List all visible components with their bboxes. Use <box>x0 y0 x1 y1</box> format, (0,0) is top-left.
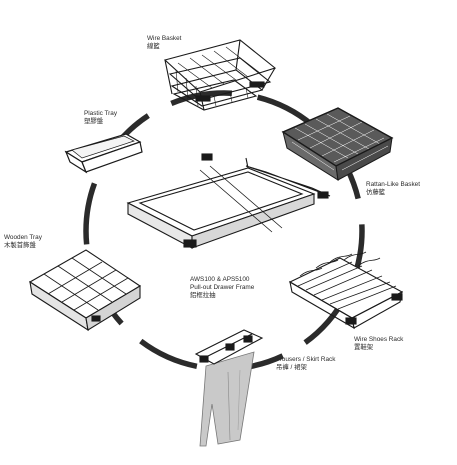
label-wooden-tray: Wooden Tray 木製首飾盤 <box>4 234 42 250</box>
label-wooden-tray-en: Wooden Tray <box>4 234 42 241</box>
label-trousers-rack-en: Trousers / Skirt Rack <box>276 356 336 363</box>
label-wire-shoes-rack-zh: 置鞋架 <box>354 344 374 351</box>
label-plastic-tray-zh: 塑膠盤 <box>84 118 104 125</box>
label-trousers-rack: Trousers / Skirt Rack 吊褲 / 裙架 <box>276 356 335 372</box>
label-drawer-frame-line1: AWS100 & APS5100 <box>190 276 250 283</box>
wire-shoes-rack-illustration <box>288 251 404 330</box>
label-rattan-basket-zh: 仿藤籃 <box>366 189 386 196</box>
wooden-tray-illustration <box>28 249 142 332</box>
rattan-basket-illustration <box>281 107 394 181</box>
label-wire-basket-zh: 線籃 <box>147 43 160 50</box>
label-wire-shoes-rack: Wire Shoes Rack 置鞋架 <box>354 336 403 352</box>
plastic-tray-illustration <box>64 133 143 174</box>
wire-basket-illustration <box>163 39 277 111</box>
trousers-rack-illustration <box>194 329 264 447</box>
label-rattan-basket-en: Rattan-Like Basket <box>366 181 420 188</box>
label-trousers-rack-zh: 吊褲 / 裙架 <box>276 364 307 371</box>
label-drawer-frame-line2: Pull-out Drawer Frame <box>190 284 255 291</box>
label-plastic-tray: Plastic Tray 塑膠盤 <box>84 110 117 126</box>
label-plastic-tray-en: Plastic Tray <box>84 110 118 117</box>
label-wire-shoes-rack-en: Wire Shoes Rack <box>354 336 404 343</box>
label-wooden-tray-zh: 木製首飾盤 <box>4 242 36 249</box>
label-wire-basket-en: Wire Basket <box>147 35 182 42</box>
label-drawer-frame-line3: 鋁框拉抽 <box>190 292 216 299</box>
label-wire-basket: Wire Basket 線籃 <box>147 35 181 51</box>
drawer-frame-illustration <box>126 153 331 249</box>
label-drawer-frame: AWS100 & APS5100 Pull-out Drawer Frame 鋁… <box>190 276 254 300</box>
label-rattan-basket: Rattan-Like Basket 仿藤籃 <box>366 181 420 197</box>
